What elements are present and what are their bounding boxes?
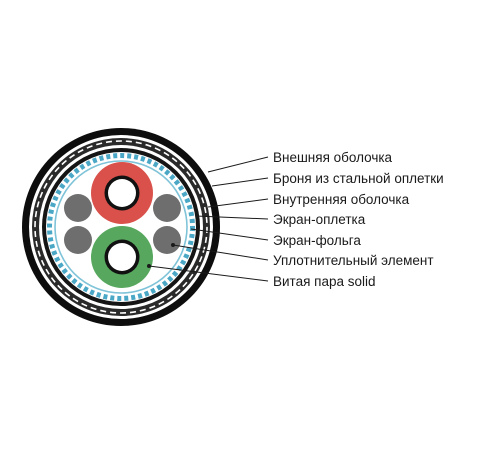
label-twisted-pair: Витая пара solid — [273, 274, 376, 289]
leader-line-filler — [172, 244, 269, 261]
filler-element — [153, 226, 181, 254]
leader-endpoint-dot — [171, 243, 175, 247]
label-inner-sheath: Внутренняя оболочка — [273, 192, 410, 207]
leader-endpoint-dot — [147, 264, 151, 268]
label-shield-foil: Экран-фольга — [273, 233, 361, 248]
twisted-pair-green — [91, 226, 153, 288]
leader-line-twisted-pair — [148, 265, 269, 282]
shield-braid-ring — [47, 153, 195, 301]
shield-foil-ring — [54, 160, 188, 294]
leader-lines — [148, 156, 269, 282]
filler-element — [64, 226, 92, 254]
cable-cross-section — [22, 128, 220, 326]
label-filler-element: Уплотнительный элемент — [273, 253, 434, 268]
filler-element — [64, 194, 92, 222]
label-armor-braid: Броня из стальной оплетки — [273, 171, 444, 186]
callout-labels: Внешняя оболочка Броня из стальной оплет… — [273, 150, 444, 289]
leader-line-outer-sheath — [207, 156, 269, 173]
label-shield-braid: Экран-оплетка — [273, 212, 366, 227]
twisted-pair-red — [91, 162, 153, 224]
filler-element — [153, 194, 181, 222]
leader-line-inner-sheath — [207, 198, 269, 208]
leader-line-shield-braid — [195, 215, 269, 220]
leader-line-armor — [211, 177, 269, 187]
label-outer-sheath: Внешняя оболочка — [273, 150, 393, 165]
leader-line-shield-foil — [190, 228, 269, 241]
